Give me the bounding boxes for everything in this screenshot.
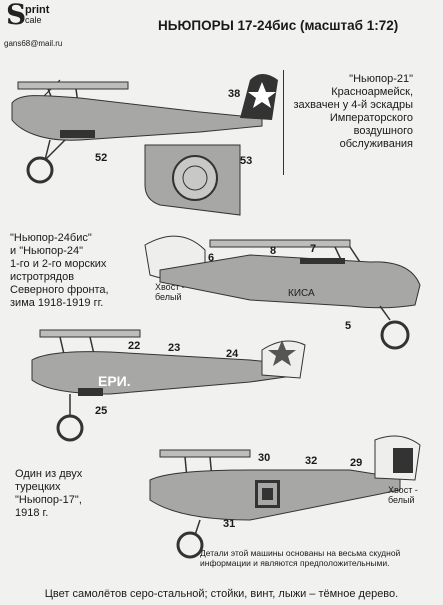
- callout-29: 29: [350, 457, 363, 469]
- callout-22: 22: [128, 340, 141, 352]
- page-title: НЬЮПОРЫ 17-24бис (масштаб 1:72): [158, 18, 399, 33]
- logo-scale: cale: [25, 15, 42, 25]
- callout-52: 52: [95, 152, 108, 164]
- callout-32: 32: [305, 455, 318, 467]
- callout-5: 5: [345, 320, 352, 332]
- detail-53: [144, 144, 241, 216]
- caption-note: Детали этой машины основаны на весьма ск…: [200, 548, 401, 568]
- callout-25: 25: [95, 405, 108, 417]
- callout-24: 24: [226, 348, 239, 360]
- logo-letter: S: [6, 0, 27, 31]
- caption-nieuport-21: "Ньюпор-21" Красноармейск, захвачен у 4-…: [293, 73, 413, 150]
- aircraft-nieuport-24bis: КИСА: [144, 235, 421, 350]
- aircraft-nieuport-21: [11, 74, 278, 184]
- logo-print: print: [25, 4, 50, 16]
- email: gans68@mail.ru: [4, 39, 63, 48]
- footer-colors: Цвет самолётов серо-стальной; стойки, ви…: [44, 588, 399, 600]
- callout-7: 7: [310, 243, 317, 255]
- caption-nieuport-17: Один из двух турецких "Ньюпор-17", 1918 …: [15, 468, 83, 519]
- callout-8: 8: [270, 245, 277, 257]
- aircraft-nieuport-24: ЕРИ.: [31, 329, 306, 442]
- aircraft-nieuport-17: [149, 435, 421, 559]
- callout-38: 38: [228, 88, 241, 100]
- callout-23: 23: [168, 342, 181, 354]
- aircraft-name-eri: ЕРИ.: [98, 373, 131, 389]
- callout-6: 6: [208, 252, 215, 264]
- caption-tail-white-2: Хвост - белый: [388, 485, 418, 505]
- aircraft-name-kisa: КИСА: [288, 288, 315, 299]
- callout-31: 31: [223, 518, 236, 530]
- callout-30: 30: [258, 452, 271, 464]
- caption-nieuport-24bis: "Ньюпор-24бис" и "Ньюпор-24" 1-го и 2-го…: [10, 232, 109, 309]
- caption-box: [283, 70, 412, 175]
- callout-53: 53: [240, 155, 253, 167]
- caption-tail-white-1: Хвост - белый: [155, 282, 185, 302]
